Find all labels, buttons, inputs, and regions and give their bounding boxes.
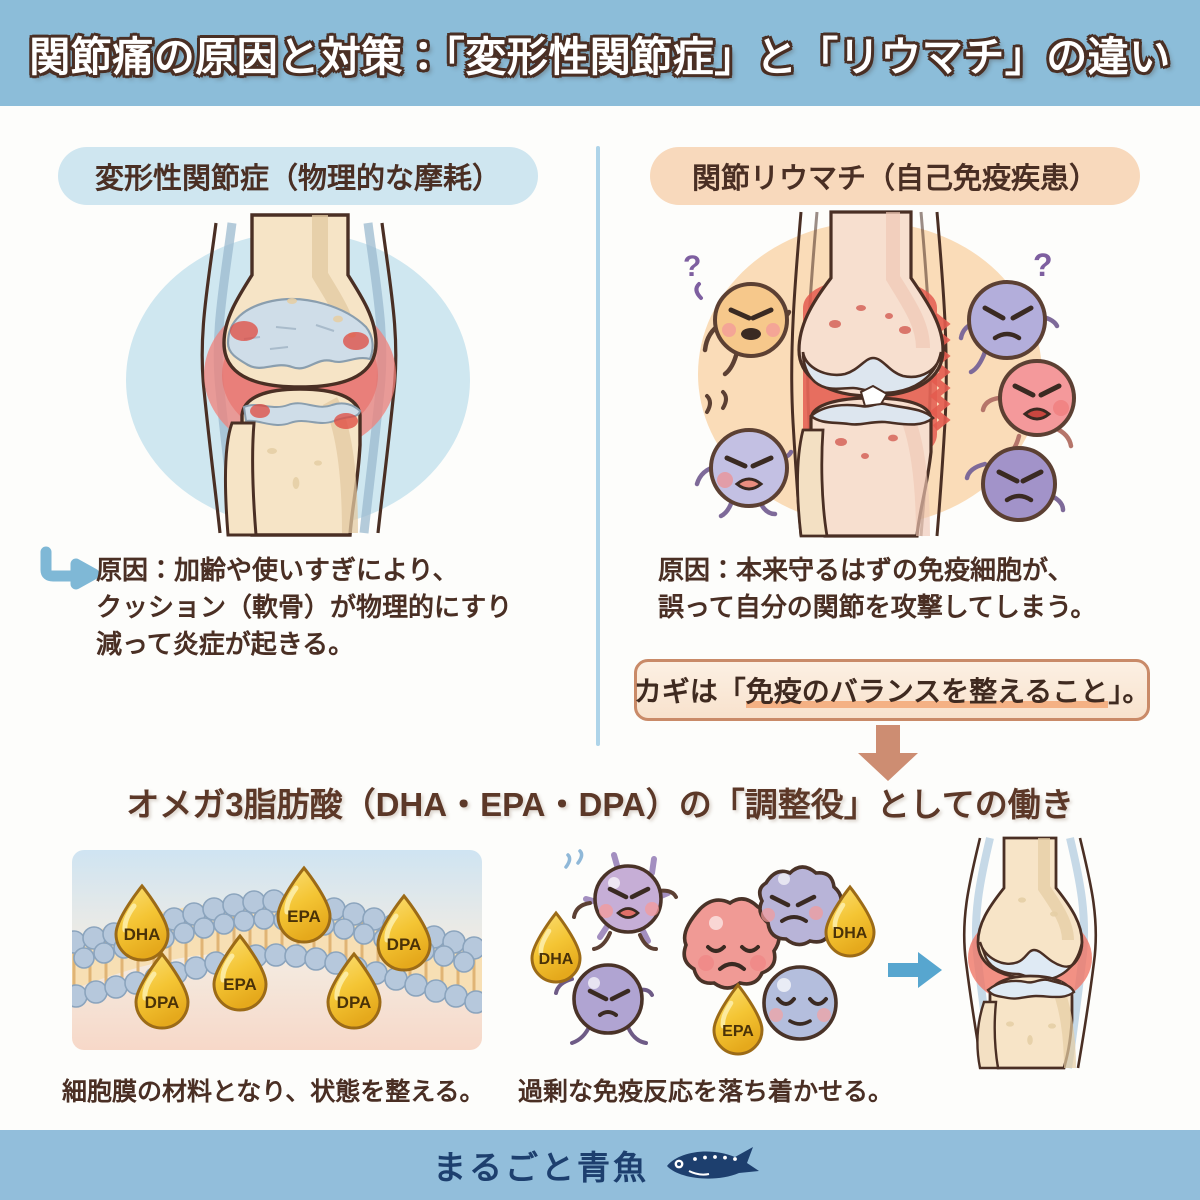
key-message-prefix: カギは「 xyxy=(633,676,746,707)
droplet-label: DPA xyxy=(337,993,372,1012)
arrow-turn-right-icon xyxy=(40,546,100,590)
droplet-dpa-1: DPA xyxy=(376,893,432,972)
immune-cell-violet-bumpy xyxy=(757,865,843,947)
droplet-dha-left: DHA xyxy=(530,910,582,984)
heading-rheumatoid-label: 関節リウマチ（自己免疫疾患） xyxy=(691,163,1098,195)
healthy-knee-panel xyxy=(930,836,1130,1070)
osteoarthritis-knee-illustration xyxy=(120,213,500,537)
droplet-label: DHA xyxy=(539,951,574,968)
caption-immune-cells: 過剰な免疫反応を落ち着かせる。 xyxy=(518,1078,894,1106)
droplet-label: DHA xyxy=(124,925,161,944)
immune-cell-blue-angry xyxy=(554,963,654,1045)
droplet-epa-1: EPA xyxy=(276,865,332,944)
droplet-label: DPA xyxy=(145,993,180,1012)
svg-text:?: ? xyxy=(683,250,701,283)
key-message-callout: カギは「免疫のバランスを整えること」。 xyxy=(634,659,1150,721)
immune-cell-calm-blue xyxy=(762,965,838,1041)
immune-cell-periwinkle xyxy=(694,390,794,519)
cause-text-osteoarthritis: 原因：加齢や使いすぎにより、 クッション（軟骨）が物理的にすり 減って炎症が起き… xyxy=(96,555,513,659)
immune-cell-red-inflamed xyxy=(682,897,781,990)
droplet-label: DPA xyxy=(387,935,422,954)
droplet-dpa-3: DPA xyxy=(326,951,382,1030)
droplet-label: EPA xyxy=(287,907,321,926)
heading-osteoarthritis: 変形性関節症（物理的な摩耗） xyxy=(58,147,538,205)
droplet-dpa-2: DPA xyxy=(134,951,190,1030)
arrow-down-icon xyxy=(848,725,928,783)
immune-cell-orange: ? xyxy=(683,250,792,377)
column-divider xyxy=(596,146,600,746)
heading-osteoarthritis-label: 変形性関節症（物理的な摩耗） xyxy=(94,163,501,195)
droplet-label: EPA xyxy=(722,1023,754,1040)
rheumatoid-knee-illustration: ? ? xyxy=(655,210,1085,538)
cause-text-rheumatoid: 原因：本来守るはずの免疫細胞が、 誤って自分の関節を攻撃してしまう。 xyxy=(658,555,1097,622)
cell-membrane-panel: DHA EPA DPA DPA EPA xyxy=(72,850,482,1050)
droplet-dha-1: DHA xyxy=(114,883,170,962)
brand-name: まるごと青魚 xyxy=(433,1151,649,1187)
immune-cell-red xyxy=(980,359,1076,459)
header-bar: 関節痛の原因と対策：「変形性関節症」と「リウマチ」の違い xyxy=(0,0,1200,106)
immune-cells-panel: DHA DHA EPA xyxy=(510,845,890,1056)
key-message-highlight: 免疫のバランスを整えること xyxy=(745,676,1109,708)
key-message-suffix: 」。 xyxy=(1108,676,1151,707)
page-title: 関節痛の原因と対策：「変形性関節症」と「リウマチ」の違い xyxy=(29,34,1171,80)
footer-bar: まるごと青魚 xyxy=(0,1130,1200,1200)
droplet-epa-2: EPA xyxy=(212,933,268,1012)
fish-icon xyxy=(663,1145,767,1185)
droplet-label: DHA xyxy=(833,925,868,942)
droplet-dha-right: DHA xyxy=(824,884,876,958)
caption-cell-membrane: 細胞膜の材料となり、状態を整える。 xyxy=(62,1078,485,1106)
droplet-label: EPA xyxy=(223,975,257,994)
omega3-section-title: オメガ3脂肪酸（DHA・EPA・DPA）の「調整役」としての働き xyxy=(126,786,1074,823)
immune-cell-violet-bottom xyxy=(964,446,1066,522)
droplet-epa-bottom: EPA xyxy=(712,982,764,1056)
immune-cell-violet-top: ? xyxy=(958,247,1060,375)
immune-cell-spiky-purple xyxy=(572,852,678,951)
svg-text:?: ? xyxy=(1033,247,1053,283)
arrow-right-icon xyxy=(888,950,944,990)
key-message-text: カギは「免疫のバランスを整えること」。 xyxy=(633,670,1151,710)
heading-rheumatoid: 関節リウマチ（自己免疫疾患） xyxy=(650,147,1140,205)
